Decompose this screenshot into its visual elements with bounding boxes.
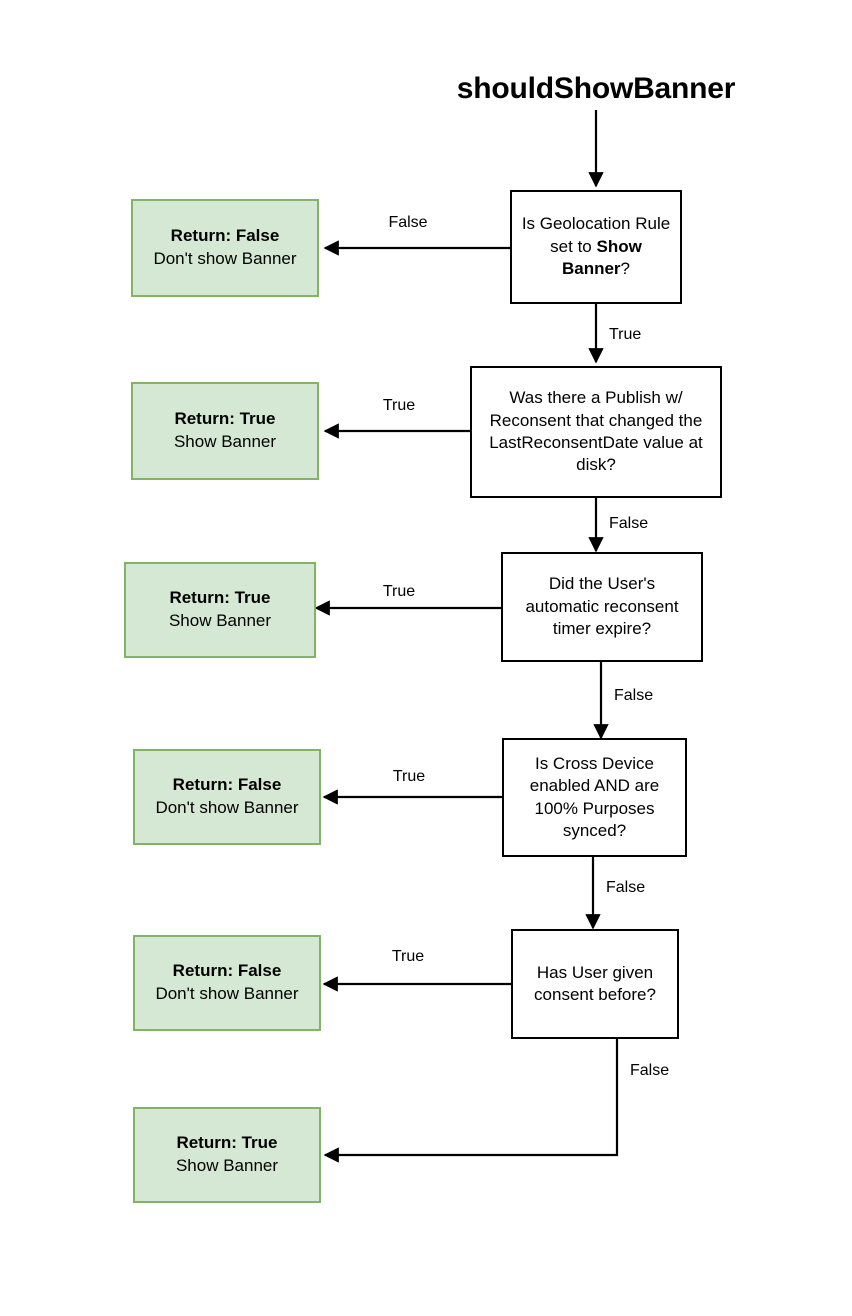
decision-geolocation-rule[interactable]: Is Geolocation Rule set to Show Banner? [510,190,682,304]
terminal-return-description: Don't show Banner [155,984,299,1003]
edge-label-geolocation-false: False [388,214,428,231]
terminal-return-description: Show Banner [175,1156,279,1175]
terminal-return-false-4-text: Return: False Don't show Banner [149,774,304,820]
terminal-return-false-5[interactable]: Return: False Don't show Banner [133,935,321,1031]
terminal-return-true-3-text: Return: True Show Banner [163,587,277,633]
terminal-return-description: Don't show Banner [153,249,297,268]
terminal-return-false-5-text: Return: False Don't show Banner [149,960,304,1006]
decision-cross-device-sync[interactable]: Is Cross Device enabled AND are 100% Pur… [502,738,687,857]
terminal-return-false-1[interactable]: Return: False Don't show Banner [131,199,319,297]
edge-label-publish-false: False [609,515,649,532]
terminal-return-value: Return: True [174,409,276,429]
decision-prior-consent-label: Has User given consent before? [534,962,656,1004]
decision-reconsent-timer-label: Did the User's automatic reconsent timer… [525,574,679,639]
terminal-return-true-2-text: Return: True Show Banner [168,408,282,454]
decision-reconsent-timer[interactable]: Did the User's automatic reconsent timer… [501,552,703,662]
edge-label-geolocation-true: True [609,326,642,343]
terminal-return-true-3[interactable]: Return: True Show Banner [124,562,316,658]
edge-label-consent-true: True [391,948,425,965]
terminal-return-false-4[interactable]: Return: False Don't show Banner [133,749,321,845]
decision-prior-consent[interactable]: Has User given consent before? [511,929,679,1039]
edge-consent-false [323,1038,619,1163]
terminal-return-value: Return: False [172,775,282,795]
edge-label-publish-true: True [382,397,416,414]
edge-label-timer-false: False [614,687,654,704]
terminal-return-value: Return: False [172,961,282,981]
terminal-return-description: Don't show Banner [155,798,299,817]
terminal-return-description: Show Banner [173,432,277,451]
edge-label-crossdevice-false: False [606,879,646,896]
decision-cross-device-sync-label: Is Cross Device enabled AND are 100% Pur… [529,753,660,840]
decision-publish-reconsent-label: Was there a Publish w/ Reconsent that ch… [489,388,703,475]
diagram-title: shouldShowBanner [456,72,736,105]
terminal-return-true-6-text: Return: True Show Banner [170,1132,284,1178]
decision-geolocation-rule-label: Is Geolocation Rule set to Show Banner? [521,214,671,279]
terminal-return-value: Return: False [170,226,280,246]
terminal-return-description: Show Banner [168,611,272,630]
terminal-return-true-6[interactable]: Return: True Show Banner [133,1107,321,1203]
terminal-return-value: Return: True [169,588,271,608]
edge-label-consent-false: False [630,1062,670,1079]
decision-publish-reconsent[interactable]: Was there a Publish w/ Reconsent that ch… [470,366,722,498]
terminal-return-true-2[interactable]: Return: True Show Banner [131,382,319,480]
terminal-return-value: Return: True [176,1133,278,1153]
terminal-return-false-1-text: Return: False Don't show Banner [147,225,302,271]
edge-label-timer-true: True [382,583,416,600]
edge-label-crossdevice-true: True [392,768,426,785]
